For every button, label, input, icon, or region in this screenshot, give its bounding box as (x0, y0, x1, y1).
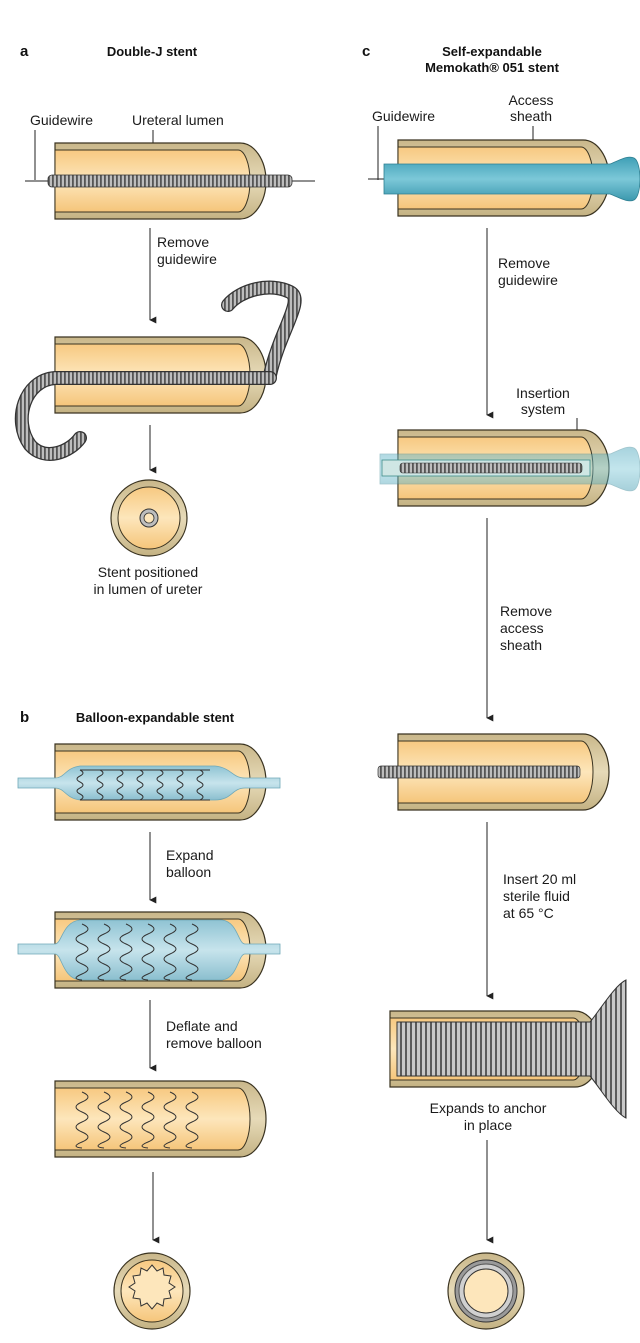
step-c3-line3: at 65 °C (503, 905, 554, 921)
guidewire-label-a: Guidewire (30, 112, 93, 128)
step-c2-line1: Remove (500, 603, 552, 619)
panel-c-letter: c (362, 43, 370, 60)
caption-a-line2: in lumen of ureter (94, 581, 203, 597)
step-c1-line1: Remove (498, 255, 550, 271)
insertion-label-line1: Insertion (516, 385, 570, 401)
memokath-stent-placed (377, 765, 581, 779)
panel-b-title: Balloon-expandable stent (76, 710, 235, 725)
step-c3-line1: Insert 20 ml (503, 871, 576, 887)
double-j-stent-curled (14, 280, 302, 461)
balloon-deflated (17, 765, 281, 801)
panel-c-title-line2: Memokath® 051 stent (425, 60, 560, 75)
caption-a-line1: Stent positioned (98, 564, 198, 580)
ureteral-lumen-label: Ureteral lumen (132, 112, 224, 128)
step-c2-line2: access (500, 620, 544, 636)
panel-a-title: Double-J stent (107, 44, 198, 59)
step-b1-line1: Expand (166, 847, 213, 863)
memokath-stent-compressed (399, 462, 583, 474)
step-c2-line3: sheath (500, 637, 542, 653)
step-b2-line2: remove balloon (166, 1035, 262, 1051)
step-c1-line2: guidewire (498, 272, 558, 288)
cross-section-a (110, 479, 188, 557)
access-sheath-label-line2: sheath (510, 108, 552, 124)
cross-section-b (113, 1252, 191, 1330)
caption-c-line1: Expands to anchor (430, 1100, 547, 1116)
step-a1-line2: guidewire (157, 251, 217, 267)
step-b2-line1: Deflate and (166, 1018, 238, 1034)
cross-section-c (447, 1252, 525, 1330)
access-sheath-label-line1: Access (508, 92, 553, 108)
step-b1-line2: balloon (166, 864, 211, 880)
double-j-stent-straight (47, 174, 293, 188)
guidewire-label-c: Guidewire (372, 108, 435, 124)
access-sheath-c1 (383, 156, 640, 202)
balloon-stent-crimped (76, 769, 210, 801)
step-c3-line2: sterile fluid (503, 888, 570, 904)
panel-c-title-line1: Self-expandable (442, 44, 542, 59)
caption-c-line2: in place (464, 1117, 512, 1133)
panel-b-letter: b (20, 709, 29, 726)
balloon-stent-expanded (75, 923, 199, 981)
memokath-stent-expanded (396, 979, 627, 1119)
panel-a-letter: a (20, 43, 29, 60)
balloon-stent-placed (75, 1091, 199, 1149)
step-a1-line1: Remove (157, 234, 209, 250)
insertion-label-line2: system (521, 401, 565, 417)
